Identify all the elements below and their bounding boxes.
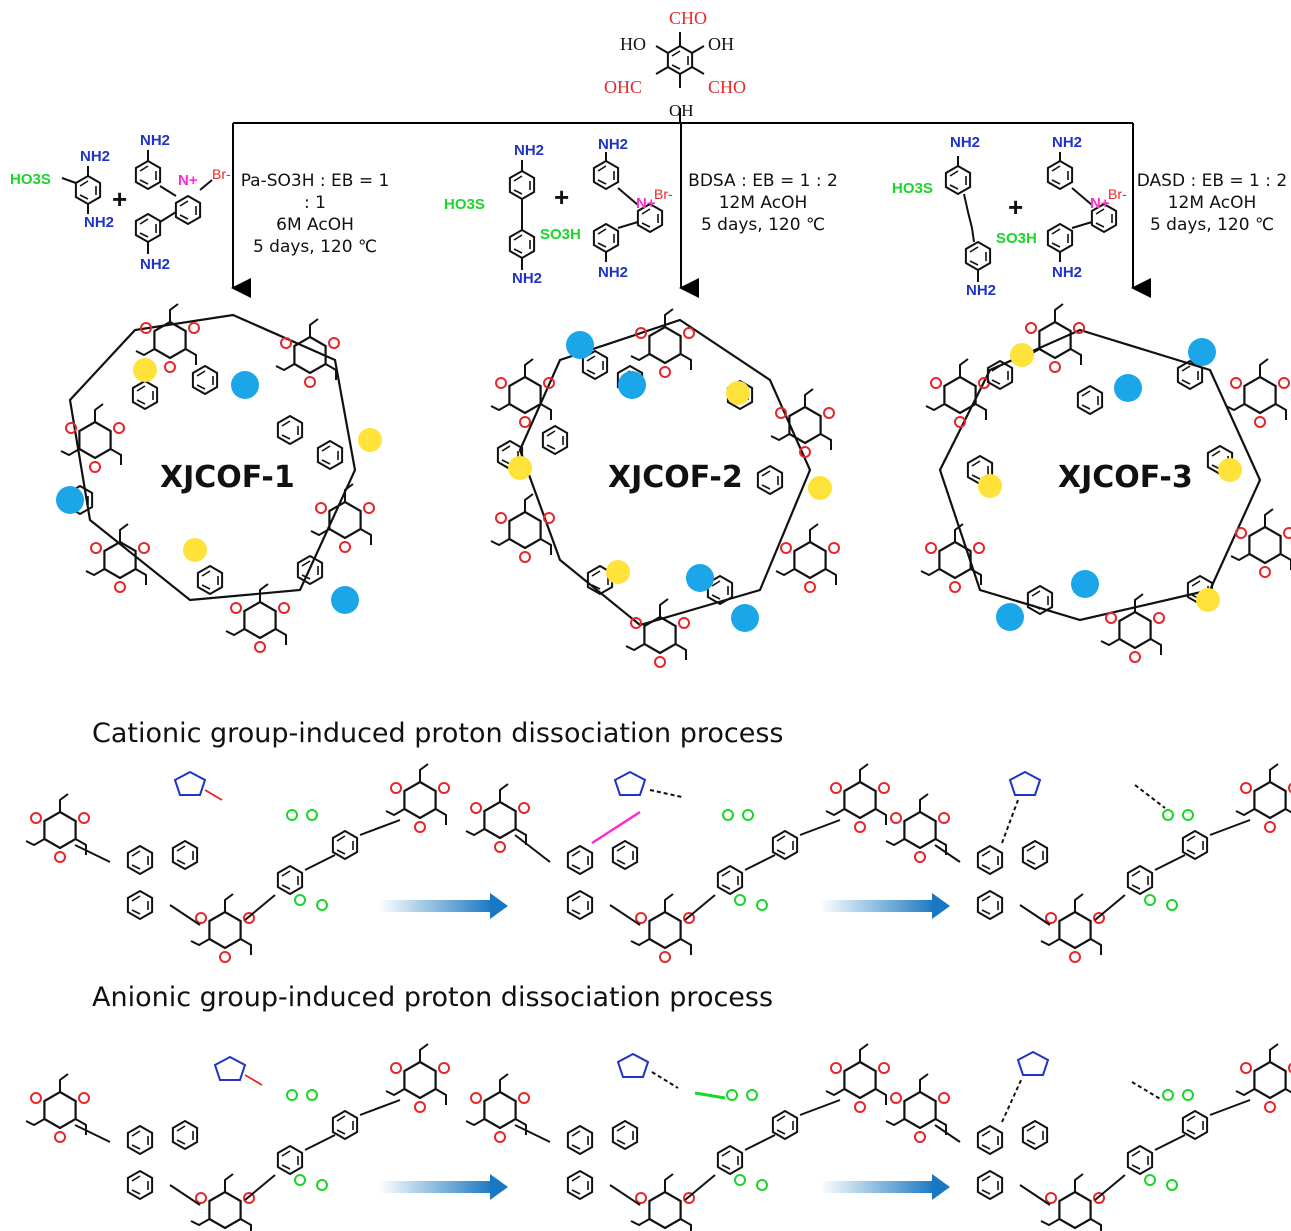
r1-conditions: Pa-SO3H : EB = 1 : 1 6M AcOH 5 days, 120… <box>240 170 390 258</box>
cof-2-title: XJCOF-2 <box>608 460 743 495</box>
monomer-bdsa <box>508 160 536 270</box>
aldehyde-label-ohc: OHC <box>604 77 643 97</box>
monomer-dasd <box>944 156 992 282</box>
monomer-eb-3 <box>1046 152 1118 262</box>
r2-monomer-so3h: SO3H <box>540 226 581 243</box>
r2-monomer-ho3s: HO3S <box>444 196 485 213</box>
r2-cond-acid: 12M AcOH <box>718 193 808 213</box>
r1-monomer-ho3s: HO3S <box>10 171 51 188</box>
r1-monomer-nh2-top: NH2 <box>80 148 111 165</box>
process-title-anionic: Anionic group-induced proton dissociatio… <box>92 982 774 1013</box>
aldehyde-monomer <box>655 32 705 88</box>
r2-monomer-nh2-top: NH2 <box>514 142 545 159</box>
route-bracket <box>231 108 1151 298</box>
r3-eb-br: Br- <box>1108 186 1127 202</box>
r1-plus: + <box>112 184 128 214</box>
monomer-eb-1 <box>134 150 213 254</box>
r1-eb-n-plus: N+ <box>178 172 198 189</box>
process-row-2 <box>24 1042 1291 1231</box>
aldehyde-label-cho-right: CHO <box>708 77 747 97</box>
r2-monomer-nh2-bottom: NH2 <box>512 270 543 287</box>
r3-monomer-nh2-bottom: NH2 <box>966 282 997 299</box>
r3-eb-n-plus: N+ <box>1090 195 1110 212</box>
r3-cond-time: 5 days, 120 ℃ <box>1149 215 1275 235</box>
r1-eb-nh2-bottom: NH2 <box>140 256 171 273</box>
aldehyde-label-top: CHO <box>669 8 708 28</box>
cof-1-framework <box>56 302 382 654</box>
r2-cond-time: 5 days, 120 ℃ <box>700 215 826 235</box>
r3-cond-ratio: DASD : EB = 1 : 2 <box>1136 171 1288 191</box>
r2-eb-nh2-top: NH2 <box>598 136 629 153</box>
monomer-eb-2 <box>592 152 664 262</box>
cof-3-framework <box>919 302 1291 664</box>
r1-cond-time: 5 days, 120 ℃ <box>252 237 378 257</box>
process-row-1 <box>24 762 1291 964</box>
r2-eb-br: Br- <box>654 186 673 202</box>
r3-plus: + <box>1008 192 1024 222</box>
r2-cond-ratio: BDSA : EB = 1 : 2 <box>688 171 838 191</box>
r3-monomer-so3h: SO3H <box>996 230 1037 247</box>
aldehyde-label-oh-right: OH <box>708 34 734 54</box>
r3-conditions: DASD : EB = 1 : 2 12M AcOH 5 days, 120 ℃ <box>1136 170 1288 236</box>
r2-eb-n-plus: N+ <box>636 195 656 212</box>
r1-cond-acid: 6M AcOH <box>276 215 354 235</box>
r2-eb-nh2-bottom: NH2 <box>598 264 629 281</box>
cof-2-framework <box>489 307 841 669</box>
process-title-cationic: Cationic group-induced proton dissociati… <box>92 718 784 749</box>
r3-cond-acid: 12M AcOH <box>1167 193 1257 213</box>
aldehyde-label-oh-bottom: OH <box>669 101 694 120</box>
r3-eb-nh2-bottom: NH2 <box>1052 264 1083 281</box>
r1-cond-ratio: Pa-SO3H : EB = 1 : 1 <box>240 171 390 213</box>
r1-monomer-nh2-bottom: NH2 <box>84 214 115 231</box>
r2-conditions: BDSA : EB = 1 : 2 12M AcOH 5 days, 120 ℃ <box>688 170 838 236</box>
aldehyde-label-ho: HO <box>620 34 646 54</box>
cof-3-title: XJCOF-3 <box>1058 460 1193 495</box>
r3-eb-nh2-top: NH2 <box>1052 134 1083 151</box>
r1-eb-br: Br- <box>212 166 231 182</box>
r2-plus: + <box>554 182 570 212</box>
monomer-pa-so3h <box>61 166 102 214</box>
cof-1-title: XJCOF-1 <box>160 460 295 495</box>
r1-eb-nh2-top: NH2 <box>140 132 171 149</box>
r3-monomer-nh2-top: NH2 <box>950 134 981 151</box>
r3-monomer-ho3s: HO3S <box>892 180 933 197</box>
